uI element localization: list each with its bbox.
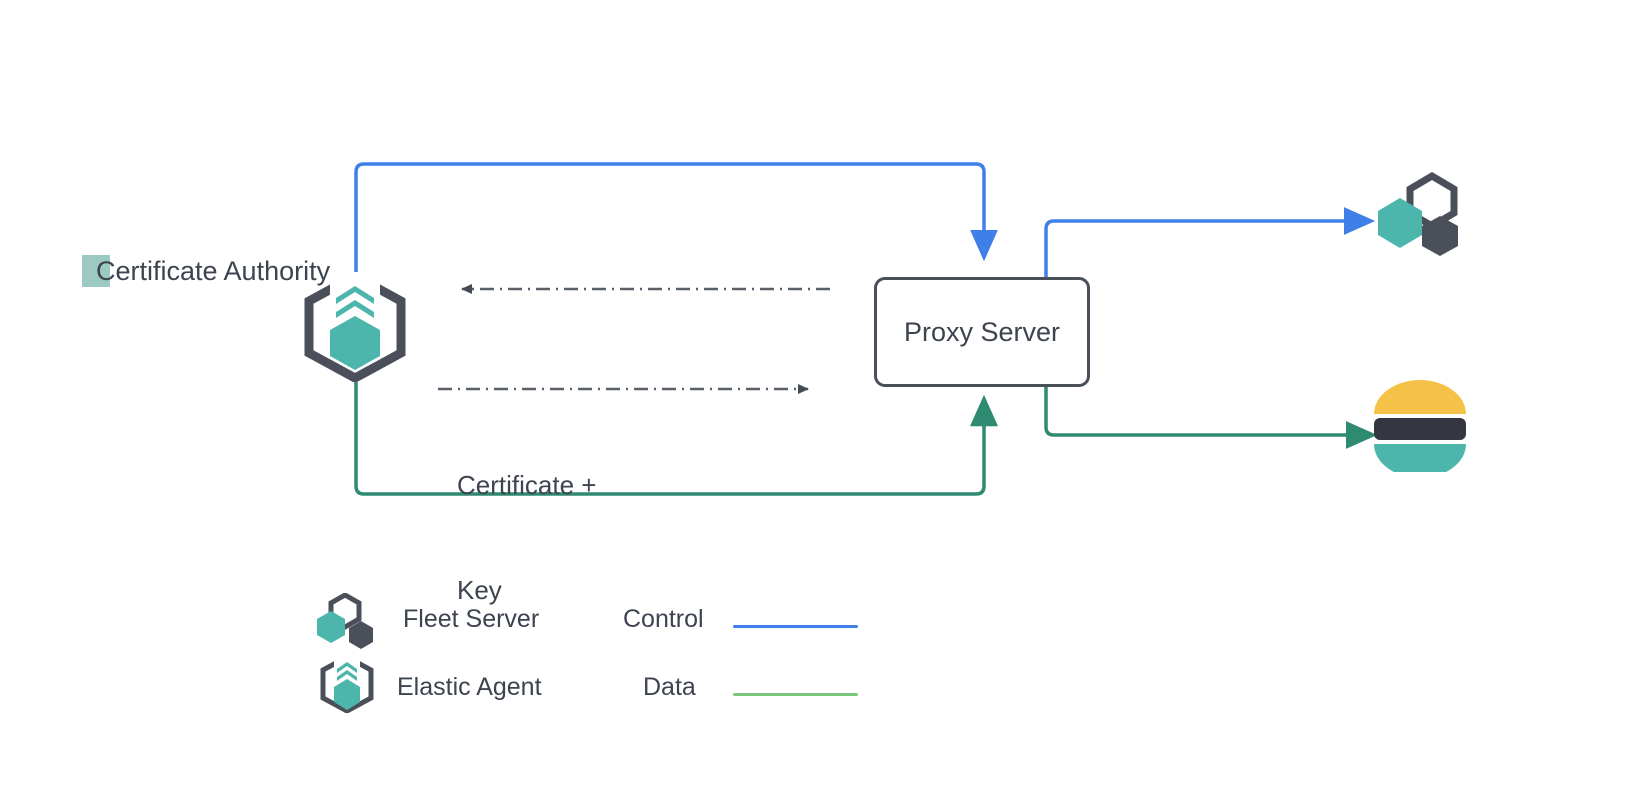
edge-control-agent-to-proxy [354, 162, 998, 290]
legend-data-line-swatch [733, 693, 858, 696]
legend-data-label: Data [643, 673, 696, 701]
legend-elastic-agent-icon [318, 654, 376, 714]
elastic-agent-icon [300, 270, 410, 384]
proxy-server-node[interactable]: Proxy Server [874, 277, 1090, 387]
legend-fleet-server-icon [311, 592, 383, 651]
edge-data-agent-to-proxy [354, 382, 998, 496]
fleet-server-icon [1370, 171, 1466, 264]
certificate-key-line-2: Key [457, 575, 502, 605]
elasticsearch-icon [1370, 380, 1468, 478]
legend-control-label: Control [623, 605, 704, 633]
legend-control-line-swatch [733, 625, 858, 628]
certificate-key-label: Certificate + Key [457, 398, 596, 678]
certificate-key-line-1: Certificate + [457, 470, 597, 500]
certificate-authority-highlight [82, 255, 110, 287]
proxy-server-label: Proxy Server [903, 316, 1061, 347]
legend-elastic-agent-label: Elastic Agent [397, 673, 542, 701]
certificate-authority-label: Certificate Authority [96, 256, 331, 286]
edge-data-proxy-to-elasticsearch [1044, 381, 1378, 449]
legend-fleet-server-label: Fleet Server [403, 605, 540, 633]
legend: Fleet Server Elastic Agent Control Data [305, 585, 905, 715]
edge-control-proxy-to-fleet [1044, 207, 1376, 283]
